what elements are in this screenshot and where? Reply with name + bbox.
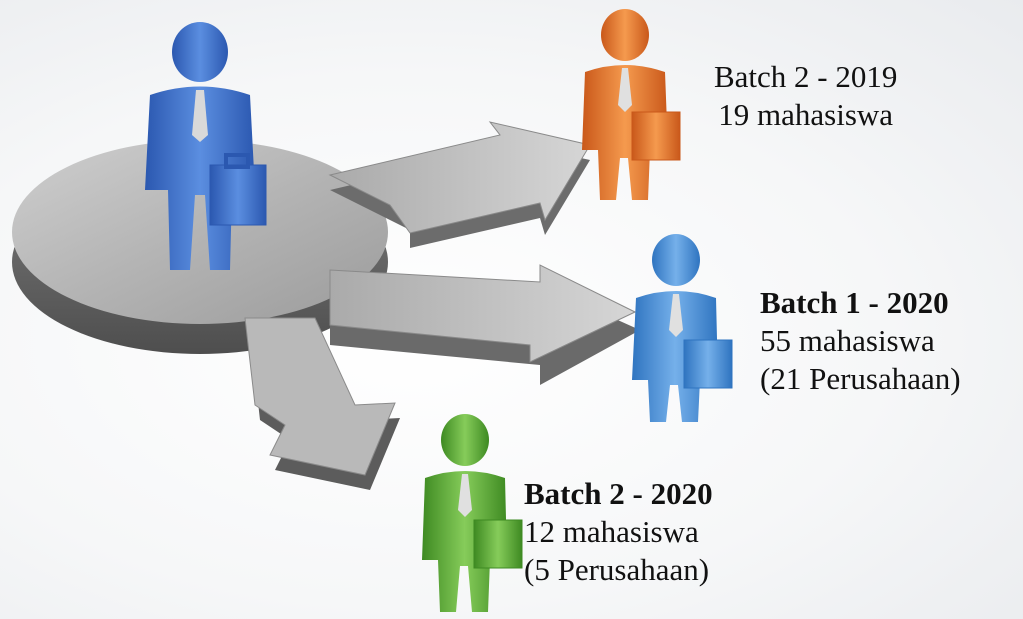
arrow-to-batch-2-2019 — [328, 121, 591, 248]
arrow-to-batch-2-2020 — [244, 317, 400, 490]
batch-2-2019-title: Batch 2 - 2019 — [714, 59, 898, 94]
business-person-icon-batch-1-2020 — [632, 234, 733, 422]
batch-2-2020-title: Batch 2 - 2020 — [524, 476, 713, 511]
business-person-icon-batch-2-2020 — [422, 414, 523, 612]
batch-2-2020-students: 12 mahasiswa — [524, 514, 699, 549]
batch-1-2020-label: Batch 1 - 2020 55 mahasiswa (21 Perusaha… — [760, 284, 961, 398]
platform-disc — [12, 140, 388, 354]
business-person-icon-batch-2-2019 — [582, 9, 681, 200]
batch-2-2019-students: 19 mahasiswa — [718, 97, 894, 132]
arrow-to-batch-1-2020 — [329, 264, 640, 385]
batch-2-2020-label: Batch 2 - 2020 12 mahasiswa (5 Perusahaa… — [524, 475, 713, 589]
batch-1-2020-students: 55 mahasiswa — [760, 323, 935, 358]
batch-1-2020-title: Batch 1 - 2020 — [760, 285, 949, 320]
batch-1-2020-companies: (21 Perusahaan) — [760, 361, 961, 396]
batch-2-2020-companies: (5 Perusahaan) — [524, 552, 710, 587]
business-person-icon-center — [145, 22, 267, 270]
batch-2-2019-label: Batch 2 - 2019 19 mahasiswa — [714, 58, 897, 134]
